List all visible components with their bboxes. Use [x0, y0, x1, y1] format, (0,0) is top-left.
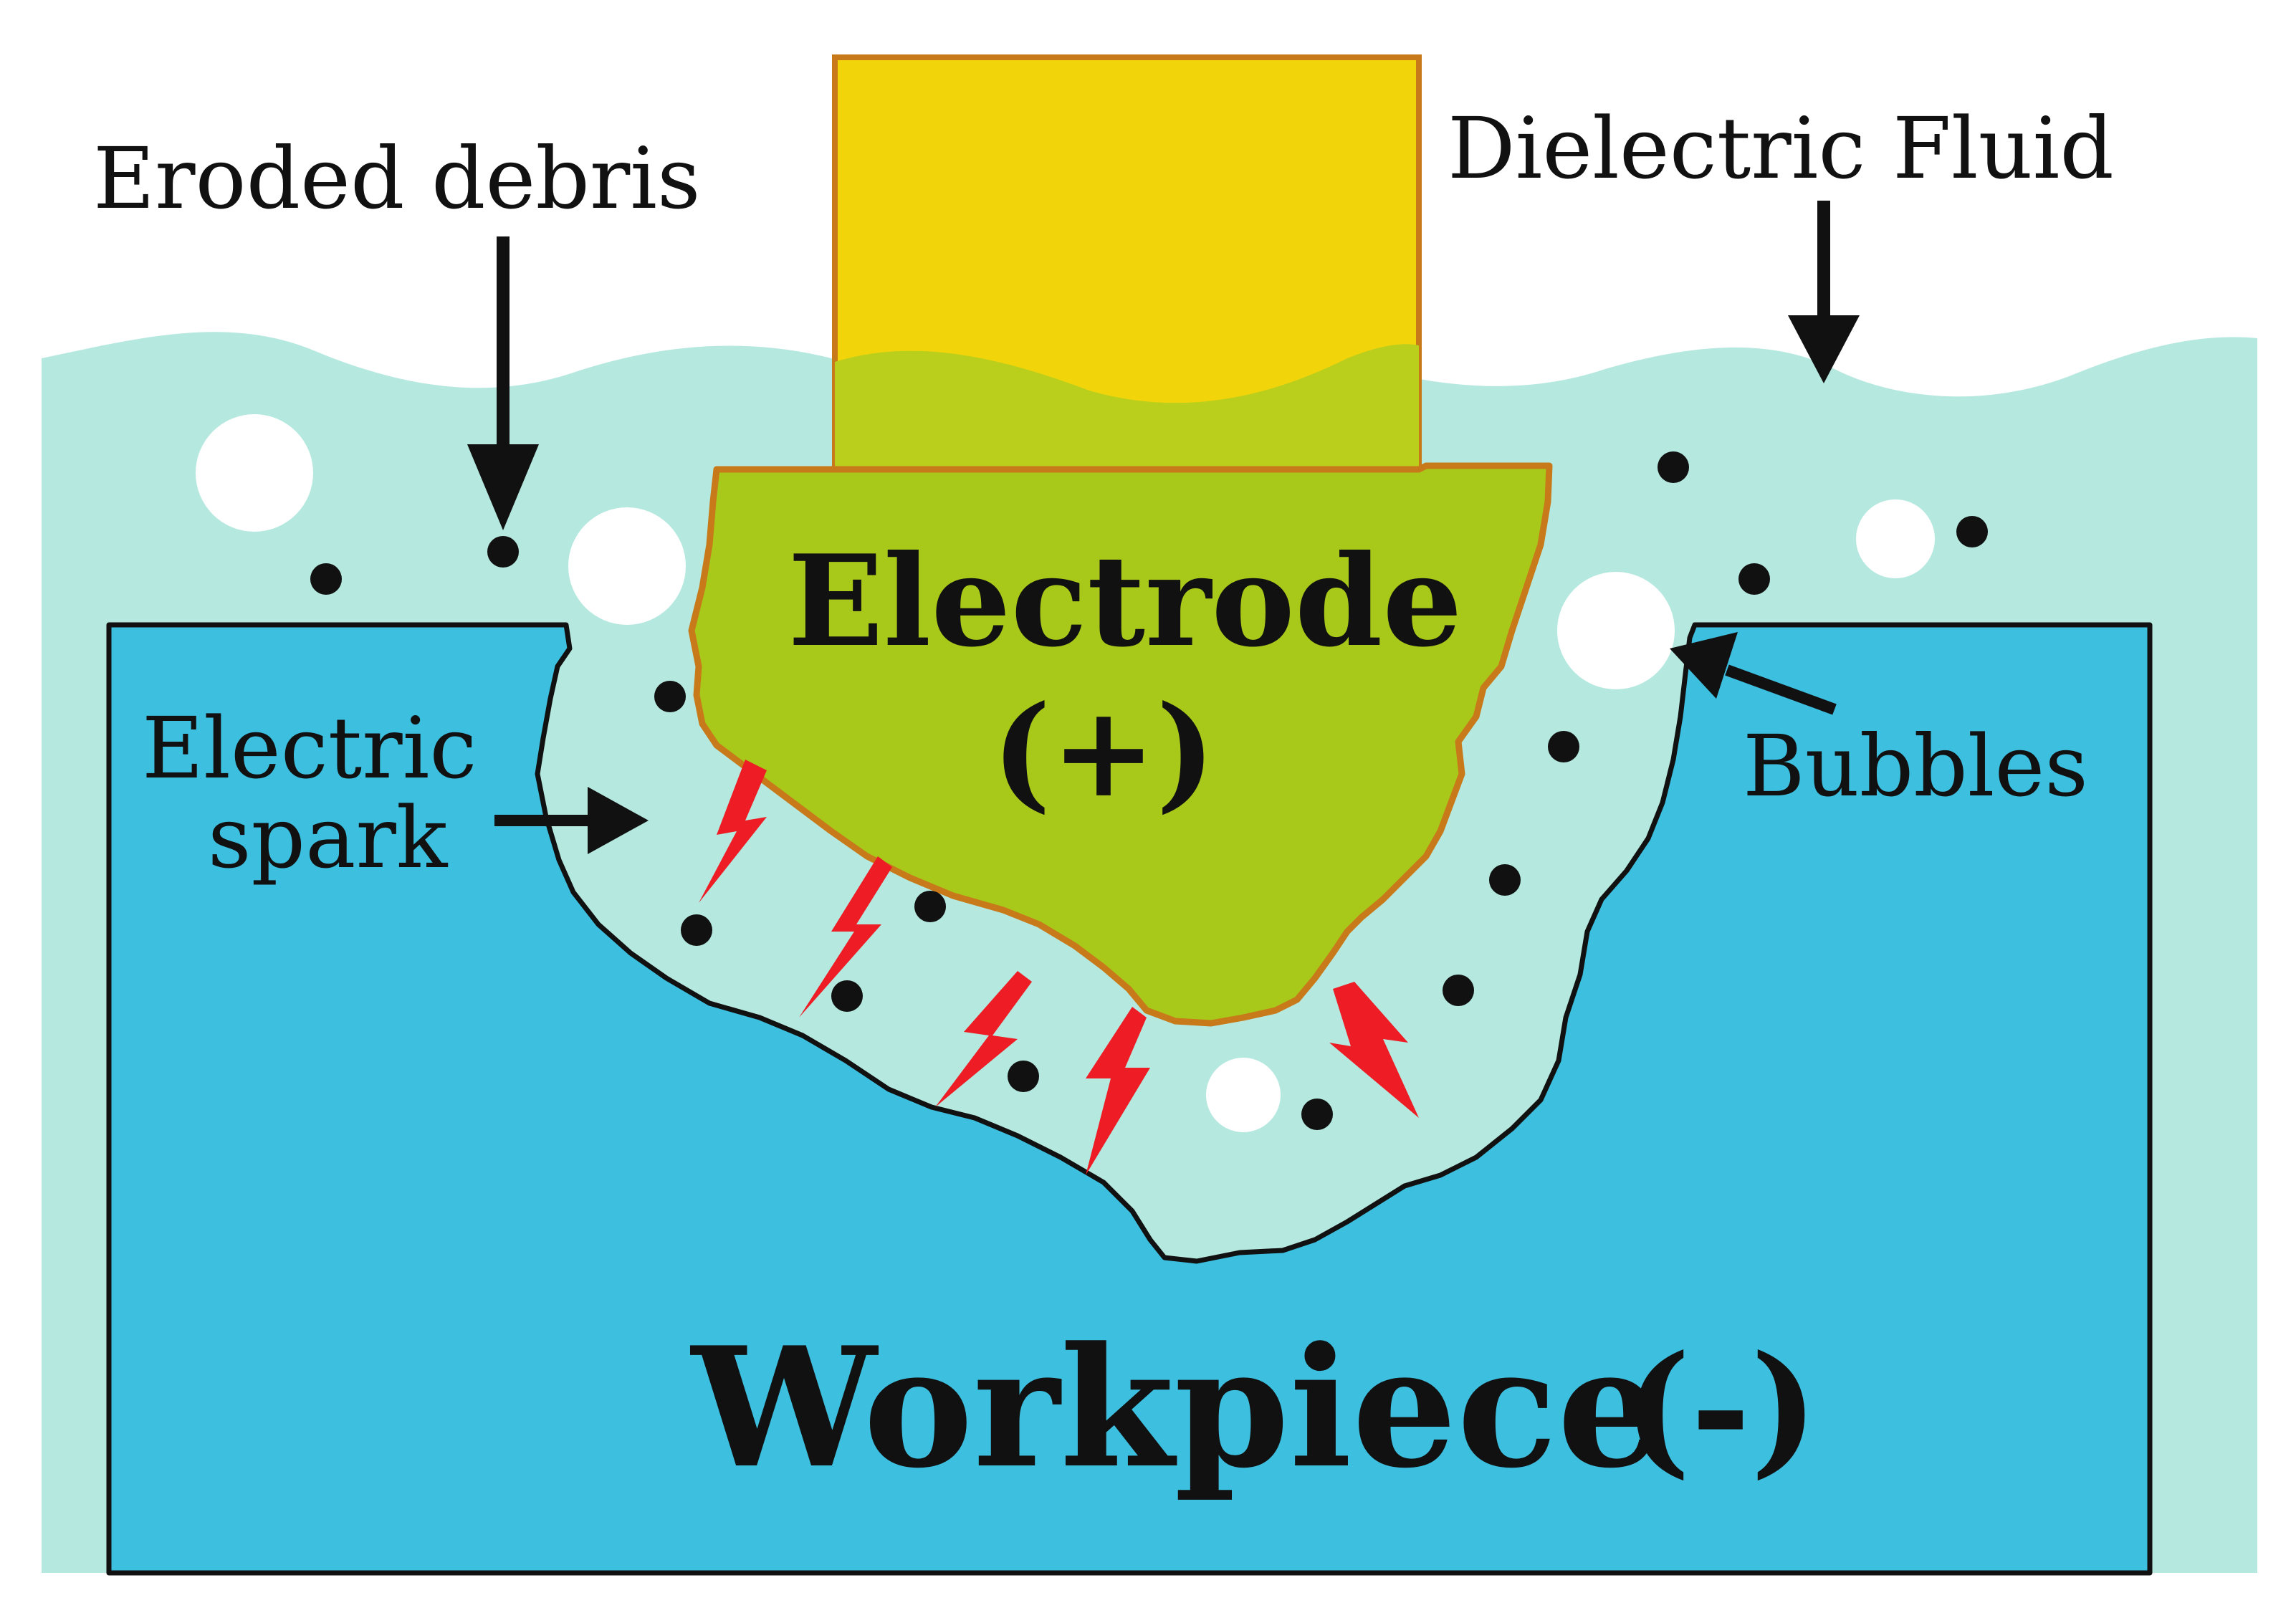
electrode-shank-submerged	[835, 344, 1419, 487]
debris-particle	[1548, 731, 1579, 762]
electrode-label: Electrode	[788, 528, 1462, 675]
bubbles-arrow	[1725, 664, 1837, 715]
debris-particle	[1301, 1099, 1333, 1130]
electric-spark-label-line2: spark	[208, 788, 449, 887]
debris-particle	[1008, 1061, 1039, 1092]
debris-particle	[831, 980, 863, 1012]
debris-particle	[1956, 516, 1988, 547]
bubbles-group	[196, 414, 1935, 1132]
spark-bolt	[935, 971, 1032, 1107]
electrode-head	[688, 462, 1553, 1027]
workpiece-label: Workpiece	[689, 1311, 1662, 1505]
eroded-debris-label: Eroded debris	[93, 129, 701, 228]
arrow-head	[588, 787, 649, 854]
bubble	[1206, 1058, 1281, 1132]
bubble	[196, 414, 313, 532]
debris-particle	[1738, 563, 1770, 595]
debris-particle	[310, 563, 342, 595]
spark-bolt	[1329, 982, 1419, 1118]
debris-group	[310, 451, 1988, 1130]
debris-particle	[914, 891, 946, 922]
arrow-head	[1670, 632, 1738, 699]
debris-particle	[1443, 975, 1474, 1006]
debris-particle	[487, 536, 519, 568]
workpiece	[106, 622, 2153, 1576]
debris-particle	[1658, 451, 1689, 483]
workpiece-polarity-label: (-)	[1623, 1324, 1818, 1493]
spark-bolt	[1086, 1007, 1150, 1175]
dielectric-fluid-label: Dielectric Fluid	[1448, 99, 2114, 198]
electric-spark-label-line1: Electric	[142, 699, 477, 798]
debris-particle	[681, 914, 712, 946]
spark-bolt	[699, 760, 767, 903]
arrows-group	[467, 201, 1860, 854]
arrow-head	[1788, 315, 1860, 383]
bubble	[1557, 572, 1675, 689]
bubble	[568, 507, 686, 625]
bubble	[1856, 499, 1935, 578]
bubbles-label: Bubbles	[1743, 717, 2088, 815]
arrow-head	[467, 444, 539, 530]
spark-bolt	[799, 856, 892, 1018]
debris-particle	[1489, 864, 1521, 896]
electrode-polarity-label: (+)	[992, 679, 1215, 826]
debris-particle	[654, 681, 686, 712]
sparks-group	[699, 760, 1419, 1175]
